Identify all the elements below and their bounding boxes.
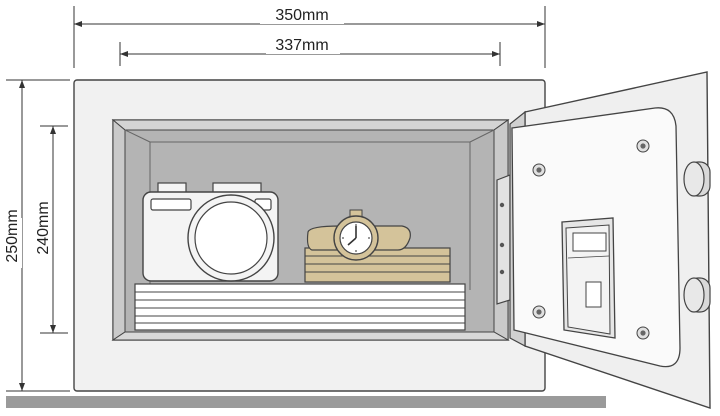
locking-bolt-upper xyxy=(683,161,711,197)
paper-stack xyxy=(134,283,466,331)
dimension-outer-height: 250mm xyxy=(4,79,70,392)
locking-bolt-lower xyxy=(683,277,711,313)
camera-icon xyxy=(142,182,279,282)
keypad-lock-icon xyxy=(561,217,616,339)
dimension-inner-width: 337mm xyxy=(119,36,501,66)
jewelry-box xyxy=(304,247,451,283)
inner-width-label: 337mm xyxy=(275,37,328,54)
inner-height-label: 240mm xyxy=(35,201,52,254)
outer-width-label: 350mm xyxy=(275,7,328,24)
floor-shadow xyxy=(6,396,606,408)
wristwatch-icon xyxy=(306,209,411,261)
hinge-icon xyxy=(496,174,511,305)
outer-height-label: 250mm xyxy=(4,209,21,262)
dimension-outer-width: 350mm xyxy=(73,6,546,68)
dimension-inner-height: 240mm xyxy=(34,125,68,334)
